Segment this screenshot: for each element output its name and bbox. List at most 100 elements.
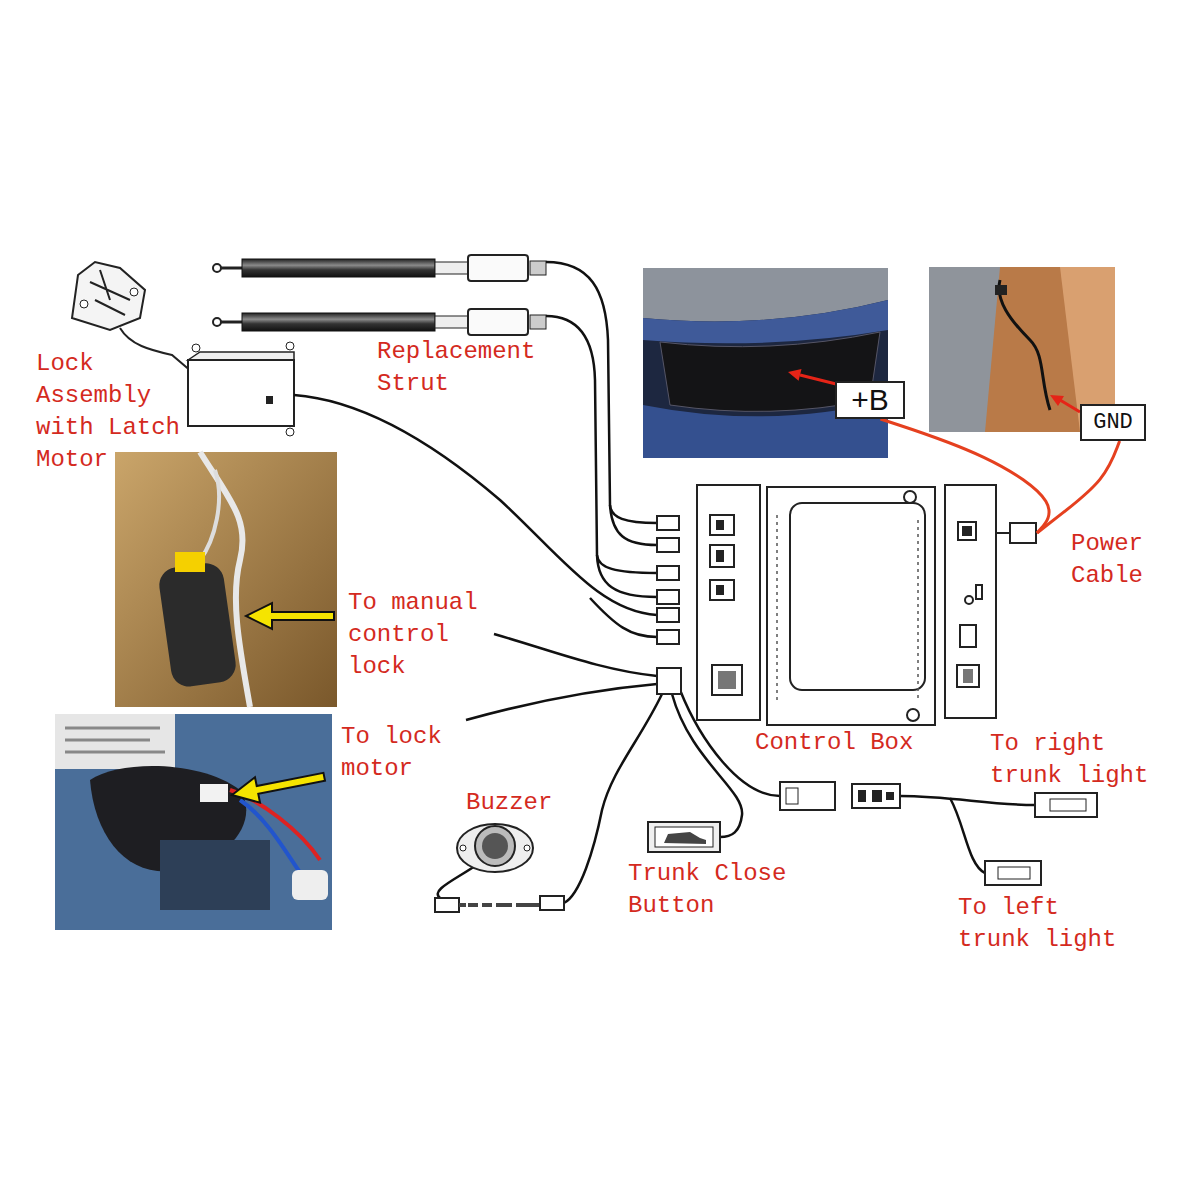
buzzer-mount	[457, 824, 533, 872]
terminal-tag: +B	[835, 381, 905, 419]
lock-slot	[266, 396, 273, 404]
latch-bracket	[72, 262, 145, 330]
part-label: To manual control lock	[348, 587, 488, 683]
pin	[872, 790, 882, 802]
pin	[716, 585, 724, 595]
pointer-arrow	[229, 764, 326, 808]
car-body	[643, 300, 888, 343]
plug	[657, 630, 679, 644]
latch-hole	[130, 288, 138, 296]
cable-photo	[115, 452, 337, 707]
pin	[963, 669, 973, 683]
box-module	[945, 485, 996, 718]
latch-wire	[120, 328, 192, 372]
fine-print-marks	[777, 515, 918, 700]
part-label: Power Cable	[1071, 528, 1171, 592]
wire	[950, 798, 985, 873]
strut-actuator	[213, 255, 546, 281]
part-label: Replacement Strut	[377, 336, 547, 400]
trunk-photo	[643, 268, 888, 458]
mount-ear	[192, 344, 200, 352]
label-anchor: To manual control lock	[348, 587, 488, 683]
car-icon	[664, 832, 706, 844]
wire	[900, 796, 1035, 805]
strut-actuator	[213, 309, 546, 335]
socket	[712, 665, 742, 695]
power-wire	[1037, 441, 1120, 533]
socket	[710, 580, 734, 600]
harness-wires	[294, 262, 1035, 903]
plug	[657, 608, 679, 622]
label-anchor: Power Cable	[1071, 528, 1171, 592]
indicator	[965, 596, 973, 604]
white-connector	[292, 870, 328, 900]
pillar	[929, 267, 1000, 432]
socket	[976, 585, 982, 599]
plug	[657, 566, 679, 580]
sticker-lines	[65, 728, 165, 752]
plug-lead	[996, 532, 1010, 534]
label-anchor: Trunk Close Button	[628, 858, 793, 922]
pointer-arrowhead	[1050, 395, 1064, 406]
close-button	[648, 822, 720, 852]
pin	[962, 526, 972, 536]
wire	[546, 262, 657, 523]
pin	[858, 790, 866, 802]
pin	[718, 671, 736, 689]
socket	[958, 522, 976, 540]
yellow-tape	[175, 552, 205, 572]
pointer-arrowhead	[788, 369, 802, 381]
plug	[435, 898, 459, 912]
light-plug	[985, 861, 1041, 885]
wire	[597, 555, 657, 597]
socket	[960, 625, 976, 647]
part-label: To lock motor	[341, 721, 451, 785]
pointer-arrow	[1060, 400, 1080, 412]
part-label: To left trunk light	[958, 892, 1123, 956]
buzzer-grille	[482, 833, 508, 859]
pin	[716, 550, 724, 562]
part-label: Buzzer	[466, 787, 566, 819]
control-box-drawing	[697, 485, 1036, 725]
mount-hole	[524, 845, 530, 851]
plug	[657, 590, 679, 604]
plug-slot	[998, 867, 1030, 879]
light-plug	[1035, 793, 1097, 817]
white-cable	[200, 470, 219, 560]
power-wire	[881, 419, 1050, 533]
wire	[494, 634, 657, 676]
foam-sleeve	[157, 561, 238, 689]
screw	[907, 709, 919, 721]
wire	[294, 395, 657, 615]
mount-ear	[286, 342, 294, 350]
lock-box-top	[188, 352, 294, 360]
plug	[780, 782, 835, 810]
pointer-arrow	[800, 375, 836, 384]
socket	[710, 545, 734, 567]
wire	[546, 316, 657, 573]
pin	[716, 520, 724, 530]
mount-ear	[286, 428, 294, 436]
socket	[710, 515, 734, 535]
screw	[904, 491, 916, 503]
label-anchor: Buzzer	[466, 787, 566, 819]
plug	[657, 538, 679, 552]
mount-hole	[460, 845, 466, 851]
terminal-text: GND	[1093, 412, 1133, 434]
part-label: Trunk Close Button	[628, 858, 793, 922]
lock-motor-photo	[55, 714, 332, 930]
lock-motor-box	[188, 360, 294, 426]
plug-latch	[786, 788, 798, 804]
control-box: Control Box	[697, 477, 1037, 763]
buzzer-body	[475, 826, 515, 866]
motor-connector	[200, 784, 228, 802]
socket	[957, 665, 979, 687]
part-label: Lock Assembly with Latch Motor	[36, 348, 186, 476]
label-anchor: To lock motor	[341, 721, 451, 785]
box-module	[767, 487, 935, 725]
wire	[438, 864, 478, 898]
label-anchor: Replacement Strut	[377, 336, 547, 400]
harness-plug	[657, 668, 681, 694]
